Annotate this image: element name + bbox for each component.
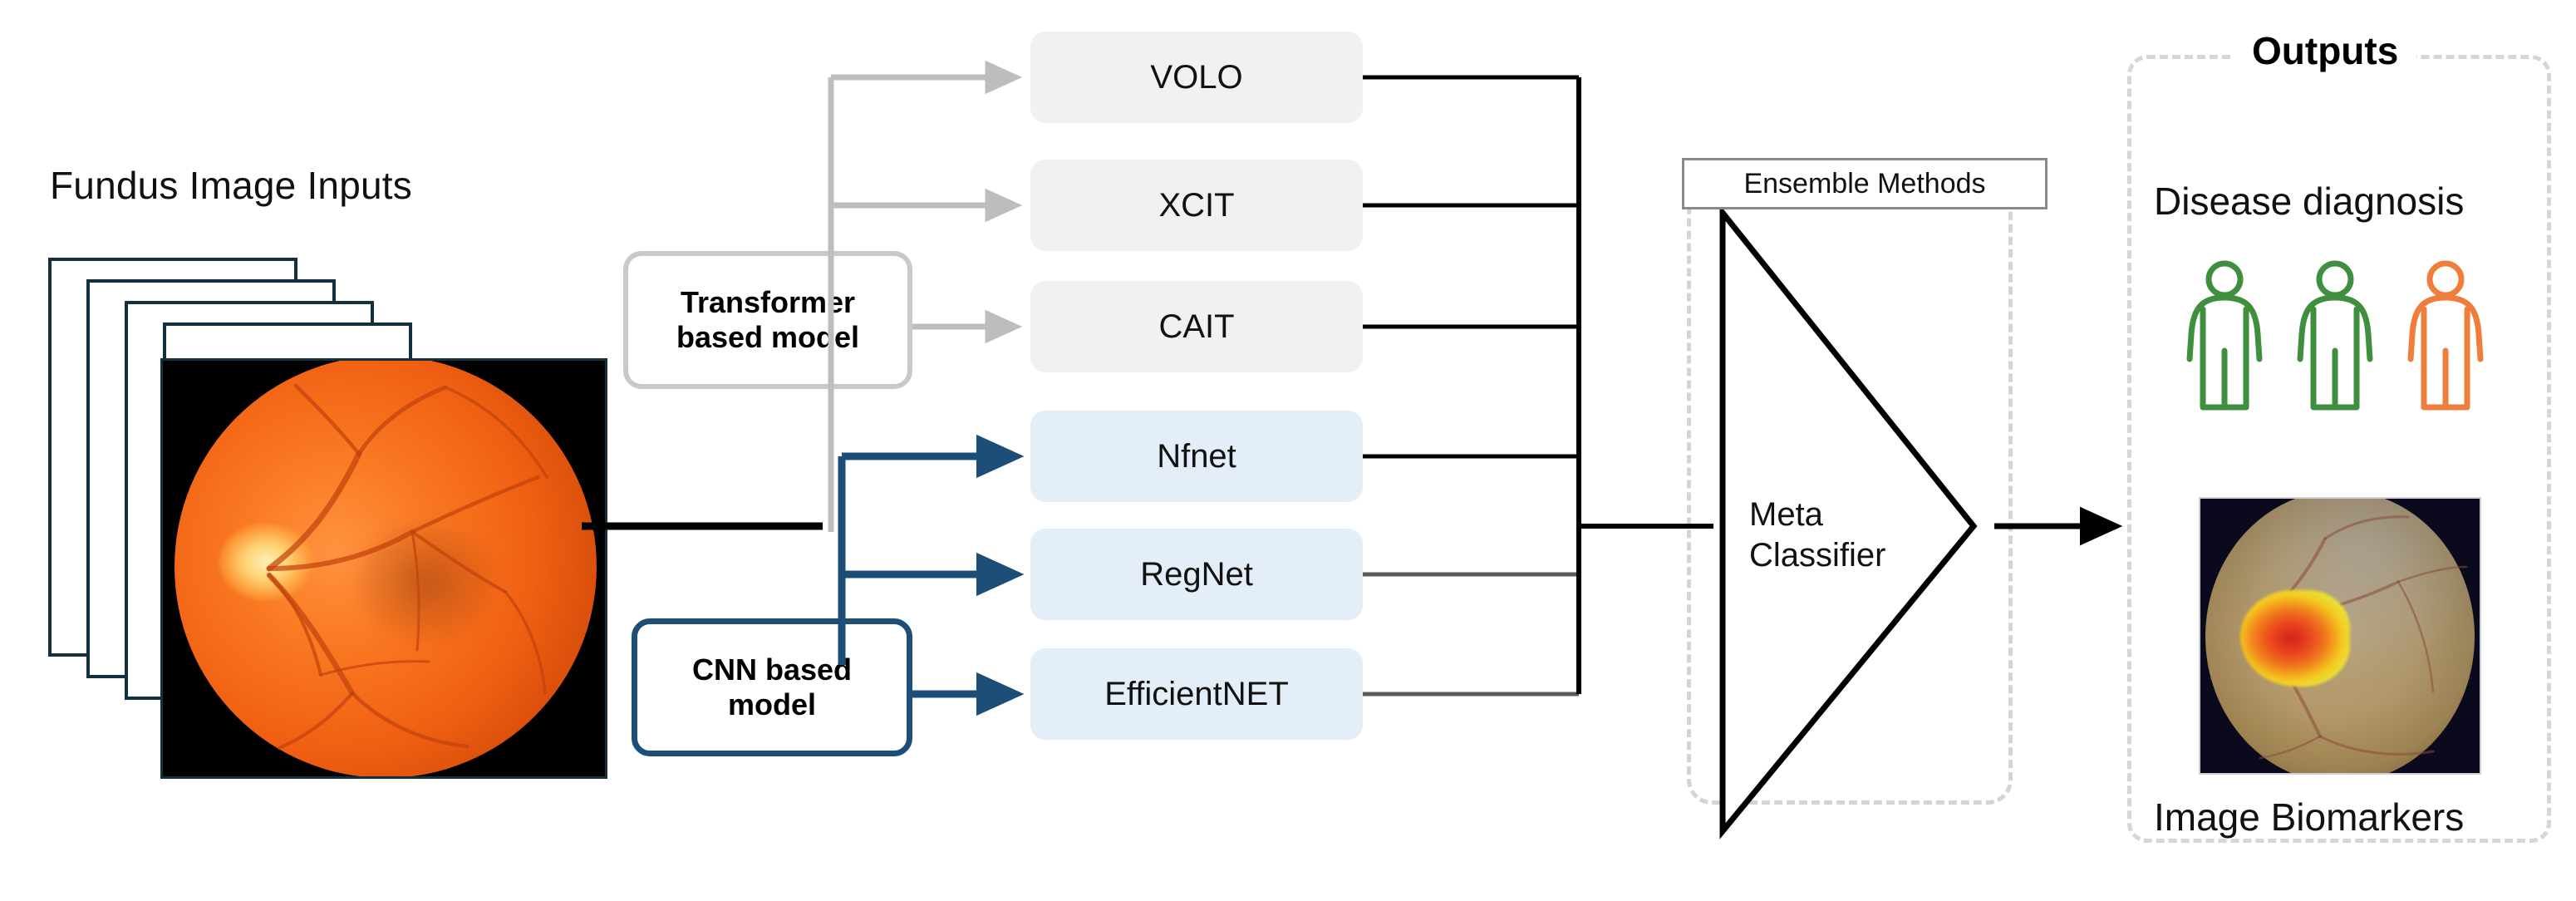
output-biomarker-image: [2200, 499, 2480, 773]
macula-shadow: [359, 524, 492, 640]
model-label: RegNet: [1140, 555, 1253, 593]
person-icon-group: [2181, 258, 2514, 424]
outputs-title-text: Outputs: [2252, 29, 2399, 72]
group-label-transformer[interactable]: Transformer based model: [623, 251, 912, 389]
meta-classifier-label: Meta Classifier: [1749, 495, 1885, 576]
ensemble-label-text: Ensemble Methods: [1743, 167, 1986, 199]
group-label-line1: CNN based: [691, 652, 853, 687]
model-label: VOLO: [1150, 58, 1243, 96]
disease-diagnosis-text: Disease diagnosis: [2154, 180, 2465, 223]
model-box-cait[interactable]: CAIT: [1030, 281, 1363, 372]
image-biomarkers-text: Image Biomarkers: [2154, 795, 2465, 839]
input-section-title: Fundus Image Inputs: [50, 164, 412, 207]
group-label-line2: model: [727, 687, 816, 721]
model-label: EfficientNET: [1104, 675, 1289, 712]
model-box-volo[interactable]: VOLO: [1030, 32, 1363, 123]
outputs-title: Outputs: [2234, 28, 2417, 73]
disease-diagnosis-label: Disease diagnosis: [2154, 179, 2464, 224]
person-icon-diseased: [2407, 260, 2484, 411]
model-box-nfnet[interactable]: Nfnet: [1030, 411, 1363, 502]
person-icon-healthy-2: [2297, 260, 2373, 411]
group-label-line2: based model: [676, 320, 860, 354]
model-box-efficientnet[interactable]: EfficientNET: [1030, 648, 1363, 740]
model-label: CAIT: [1158, 308, 1235, 345]
group-label-cnn[interactable]: CNN based model: [632, 618, 912, 756]
person-icons-svg: [2186, 260, 2484, 411]
meta-label-line2: Classifier: [1749, 536, 1886, 574]
person-icon-healthy-1: [2186, 260, 2263, 411]
model-box-xcit[interactable]: XCIT: [1030, 160, 1363, 251]
heatmap-blob: [2240, 590, 2350, 687]
optic-disc-highlight: [219, 524, 312, 600]
ensemble-methods-label: Ensemble Methods: [1682, 158, 2048, 209]
image-biomarkers-label: Image Biomarkers: [2154, 795, 2464, 839]
model-label: Nfnet: [1157, 437, 1236, 475]
model-output-bus: [1363, 75, 1713, 697]
group-label-line1: Transformer: [680, 284, 856, 319]
model-label: XCIT: [1158, 186, 1235, 224]
fundus-image-input: [163, 361, 605, 776]
meta-label-line1: Meta: [1749, 496, 1823, 533]
model-box-regnet[interactable]: RegNet: [1030, 529, 1363, 620]
